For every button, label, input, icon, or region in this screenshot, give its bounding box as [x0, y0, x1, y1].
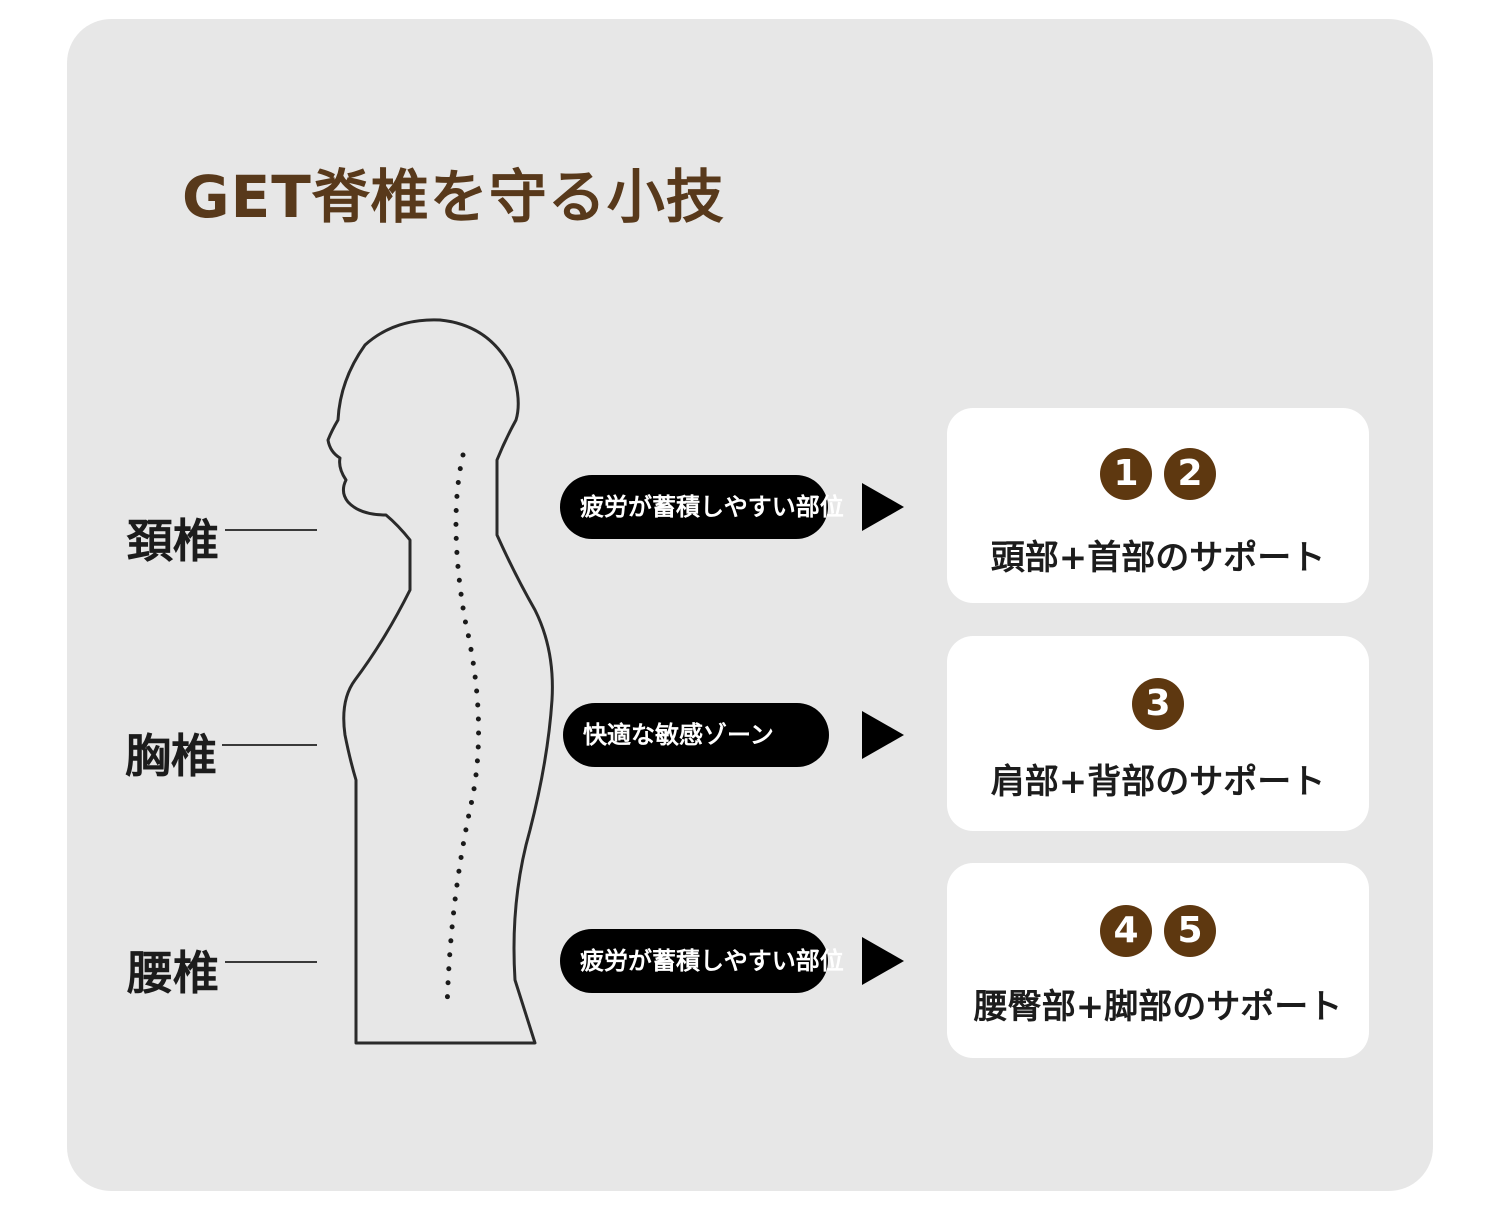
page-title: GET脊椎を守る小技	[182, 163, 725, 231]
number-badge: 4	[1100, 905, 1152, 957]
thoracic-label: 胸椎	[125, 729, 217, 783]
support-text: 肩部+背部のサポート	[990, 762, 1326, 802]
arrow-right-icon	[862, 711, 904, 759]
spine-dots	[444, 452, 482, 1013]
arrow-right-icon	[862, 937, 904, 985]
number-badge: 5	[1164, 905, 1216, 957]
support-text: 腰臀部+脚部のサポート	[973, 987, 1343, 1027]
number-badge: 2	[1164, 448, 1216, 500]
cervical-leader-line	[225, 529, 317, 531]
arrow-right-icon	[862, 483, 904, 531]
zone-pill-2: 快適な敏感ゾーン	[563, 703, 829, 767]
cervical-label: 頚椎	[127, 514, 219, 568]
support-box-2: 3 肩部+背部のサポート	[947, 636, 1369, 831]
lumbar-label: 腰椎	[127, 946, 219, 1000]
zone-pill-1: 疲労が蓄積しやすい部位	[560, 475, 844, 539]
zone-pill-3: 疲労が蓄積しやすい部位	[560, 929, 844, 993]
number-badge: 3	[1132, 678, 1184, 730]
support-text: 頭部+首部のサポート	[990, 538, 1326, 578]
thoracic-leader-line	[222, 744, 317, 746]
number-badge: 1	[1100, 448, 1152, 500]
lumbar-leader-line	[225, 961, 317, 963]
